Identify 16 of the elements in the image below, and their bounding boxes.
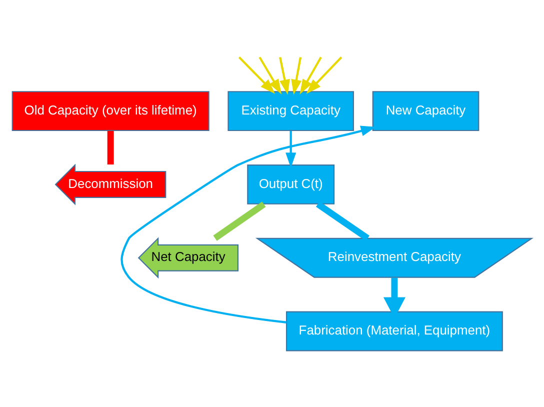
node-box: New Capacity	[372, 91, 480, 132]
arrow	[300, 56, 322, 94]
connector	[107, 130, 114, 165]
node-box: Output C(t)	[247, 164, 335, 204]
arrow	[279, 57, 290, 95]
arrow	[238, 56, 276, 94]
node-box: Existing Capacity	[228, 91, 354, 132]
arrow	[258, 56, 282, 94]
connector	[213, 202, 266, 241]
connector	[316, 201, 370, 241]
arrow	[291, 57, 302, 95]
arrow	[306, 56, 342, 94]
arrow	[286, 130, 296, 168]
node-box: Old Capacity (over its lifetime)	[12, 91, 210, 132]
arrow	[120, 126, 376, 324]
node-box: Fabrication (Material, Equipment)	[286, 311, 503, 352]
